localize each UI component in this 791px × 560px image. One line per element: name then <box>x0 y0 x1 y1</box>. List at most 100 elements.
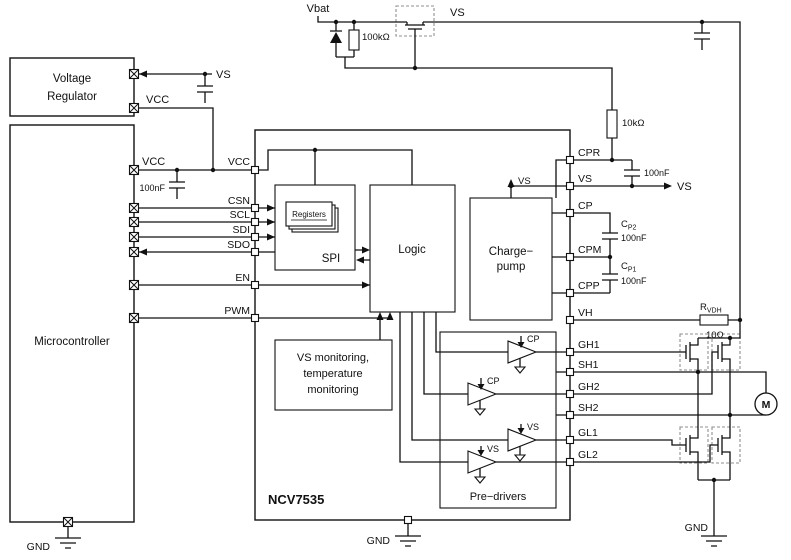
pin-label-vs: VS <box>578 173 592 185</box>
pin-label-cpp: CPP <box>578 280 600 292</box>
rvdh-label: RVDH <box>700 302 722 315</box>
logic-title: Logic <box>398 244 426 256</box>
vcc-label-net: VCC <box>142 156 165 168</box>
gl2-driver-triangle <box>467 450 498 474</box>
terminal <box>128 312 140 324</box>
gh2-driver-supply-label: CP <box>487 376 500 386</box>
pre-drivers-box <box>439 331 557 509</box>
gh1-driver-triangle <box>507 340 538 364</box>
pin <box>565 457 575 467</box>
gnd-label-right: GND <box>685 522 709 534</box>
pin-label-gh1: GH1 <box>578 339 600 351</box>
device-name: NCV7535 <box>268 492 324 507</box>
pin <box>250 313 260 323</box>
pin <box>250 217 260 227</box>
gh2-driver-triangle <box>467 382 498 406</box>
arrowheads <box>139 70 672 456</box>
resistor-100k-label: 100kΩ <box>362 32 390 43</box>
pin-label-gl2: GL2 <box>578 449 598 461</box>
motor-symbol <box>754 392 778 416</box>
resistor-rvdh <box>699 314 729 326</box>
cp2-value: 100nF <box>621 233 647 243</box>
pin <box>565 367 575 377</box>
motor-label: M <box>762 399 771 411</box>
pin <box>565 288 575 298</box>
pin-label-gl1: GL1 <box>578 427 598 439</box>
driver-ground-icon <box>513 366 527 374</box>
cp1-value: 100nF <box>621 276 647 286</box>
terminal <box>128 202 140 214</box>
charge-pump-title-2: pump <box>497 261 526 273</box>
pin <box>565 181 575 191</box>
terminal <box>128 102 140 114</box>
vs-monitor-title-3: monitoring <box>307 384 358 396</box>
resistor-10k-label: 10kΩ <box>622 118 644 129</box>
pin <box>250 203 260 213</box>
gl2-driver-supply-label: VS <box>487 444 499 454</box>
pin-label-sh1: SH1 <box>578 359 599 371</box>
rvdh-value: 10Ω <box>706 330 724 341</box>
charge-pump-box <box>469 197 553 321</box>
gl1-driver-triangle <box>507 428 538 452</box>
predriver-amplifiers <box>467 340 538 484</box>
terminal <box>128 246 140 258</box>
voltage-regulator-title-2: Regulator <box>47 91 97 103</box>
pin-label-cp: CP <box>578 200 593 212</box>
vs-label-regulator: VS <box>216 69 231 81</box>
pin-label-scl: SCL <box>230 209 251 221</box>
pin <box>565 435 575 445</box>
terminal <box>62 516 74 528</box>
resistor-100k <box>348 29 360 51</box>
cp2-label: CP2 <box>621 219 637 232</box>
driver-ground-icon <box>473 408 487 416</box>
vs-label-right: VS <box>677 181 692 193</box>
pin <box>565 155 575 165</box>
pin-label-vcc: VCC <box>228 156 251 168</box>
pin <box>565 315 575 325</box>
vs-label-top: VS <box>450 7 465 19</box>
vcc-label-regulator: VCC <box>146 94 169 106</box>
gnd-label-left: GND <box>27 541 51 553</box>
gl1-driver-supply-label: VS <box>527 422 539 432</box>
pin <box>565 252 575 262</box>
junction-dots <box>174 19 743 483</box>
vs-monitor-title-1: VS monitoring, <box>297 352 369 364</box>
pin <box>403 515 413 525</box>
pin <box>250 247 260 257</box>
driver-ground-icon <box>513 454 527 462</box>
resistor-10k <box>606 109 618 139</box>
pin <box>250 280 260 290</box>
pin-label-csn: CSN <box>228 195 250 207</box>
pin-label-vh: VH <box>578 307 593 319</box>
pin-label-en: EN <box>235 272 250 284</box>
driver-ground-icon <box>473 476 487 484</box>
cpr-cap-label: 100nF <box>644 168 670 178</box>
cp1-label: CP1 <box>621 261 637 274</box>
microcontroller-title: Microcontroller <box>34 336 110 348</box>
pin <box>250 165 260 175</box>
clamp-diode <box>330 32 342 43</box>
pin <box>565 347 575 357</box>
pin-label-sh2: SH2 <box>578 402 599 414</box>
vcc-cap-label: 100nF <box>139 183 165 193</box>
terminal <box>128 68 140 80</box>
terminal <box>128 216 140 228</box>
registers-title: Registers <box>292 210 326 219</box>
pin-label-sdi: SDI <box>232 224 250 236</box>
pin-label-pwm: PWM <box>224 305 250 317</box>
registers-stack <box>285 201 339 233</box>
vbat-label: Vbat <box>307 3 330 15</box>
wire-network <box>55 16 767 549</box>
spi-title: SPI <box>322 253 341 265</box>
pre-drivers-title: Pre−drivers <box>470 491 527 503</box>
terminal <box>128 164 140 176</box>
gh1-driver-supply-label: CP <box>527 334 540 344</box>
pin <box>565 410 575 420</box>
pin <box>250 232 260 242</box>
voltage-regulator-title-1: Voltage <box>53 73 91 85</box>
pin <box>565 389 575 399</box>
terminal <box>128 231 140 243</box>
voltage-regulator-box <box>9 57 135 117</box>
pin <box>565 208 575 218</box>
